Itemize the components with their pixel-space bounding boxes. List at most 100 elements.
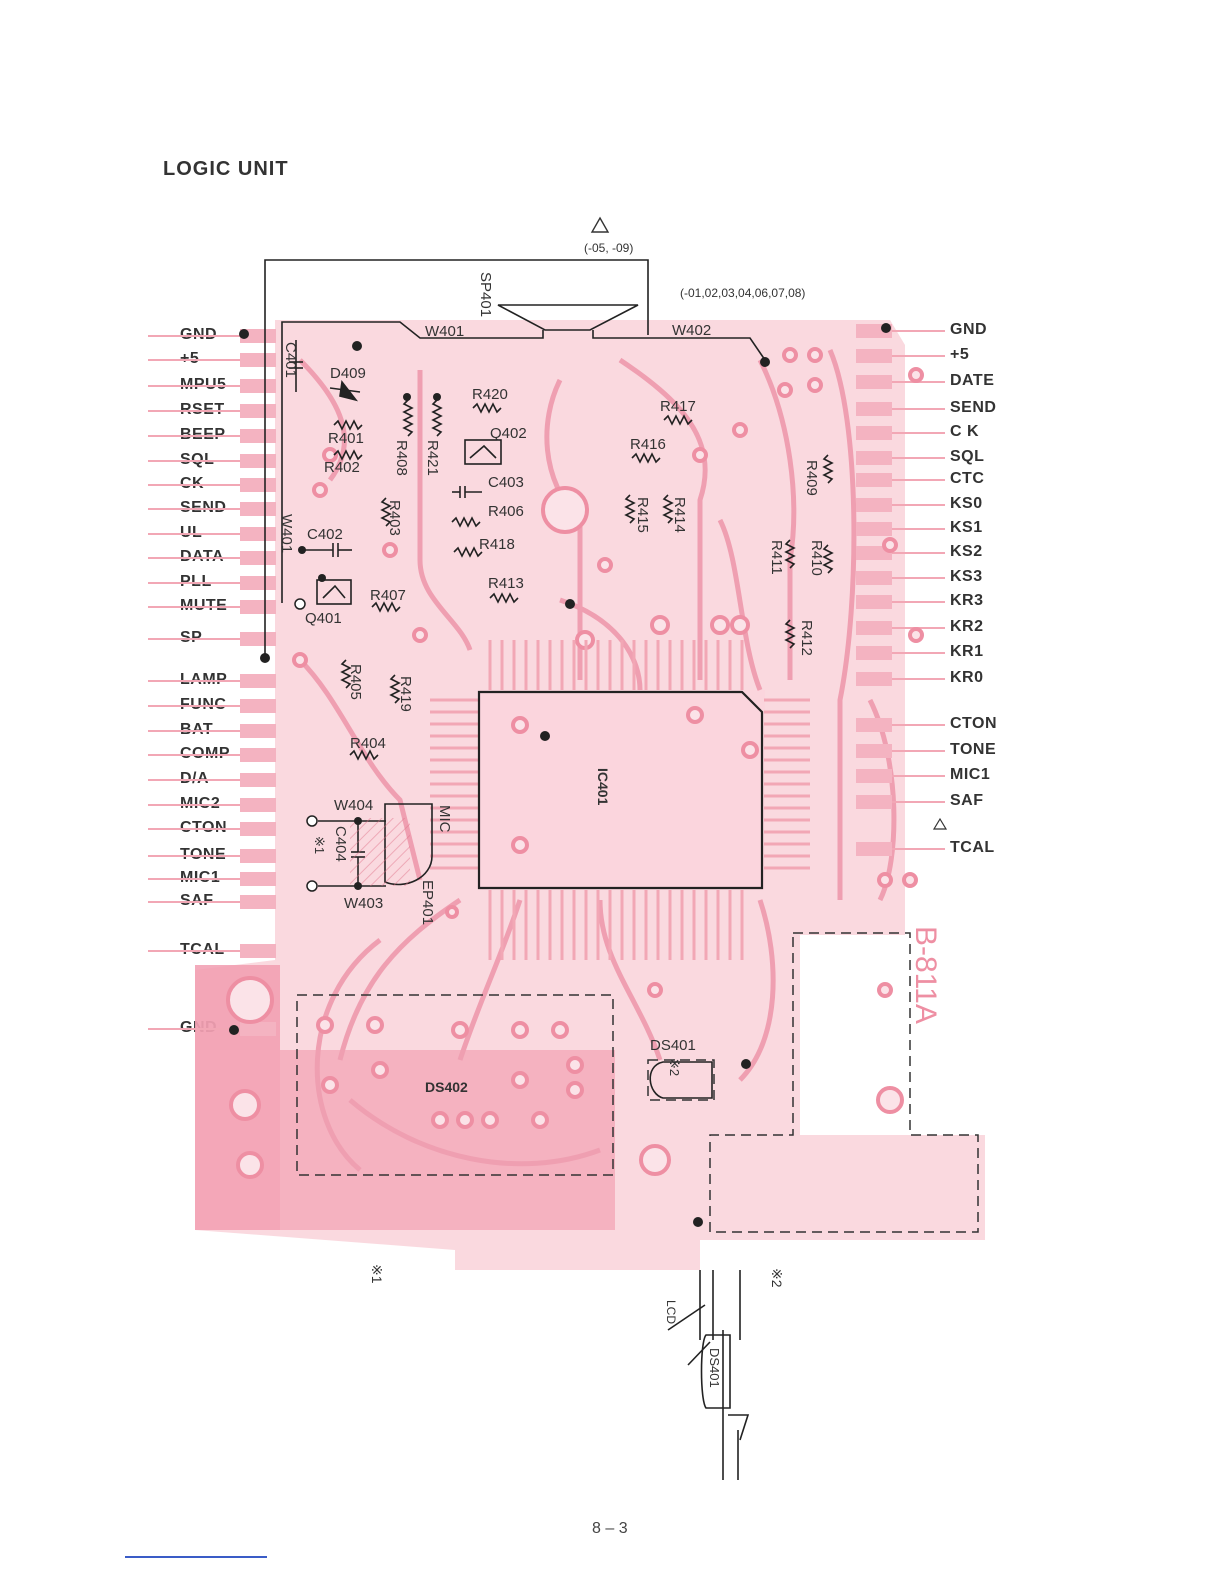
pcb-pads [226,347,924,1179]
left-finger-pad [240,822,276,836]
label-r405: R405 [347,664,364,700]
left-finger-pad [240,748,276,762]
label-note1: ※1 [312,836,327,854]
resistor [380,497,392,527]
pad [782,347,798,363]
pad [412,627,428,643]
label-r402: R402 [324,459,360,476]
label-r406: R406 [488,503,524,520]
label-r404: R404 [350,735,386,752]
left-finger-pad [240,1022,276,1036]
pad [451,1021,469,1039]
resistor [389,674,401,704]
right-pin-label: MIC1 [950,766,991,783]
label-r416: R416 [630,436,666,453]
pad [647,982,663,998]
left-pin-label: PLL [180,573,212,590]
label-r414: R414 [671,497,688,533]
resistor [431,399,443,437]
trace [717,518,763,691]
left-pin-label: TONE [180,846,227,863]
footer-rule [125,1556,267,1558]
right-finger-pad [856,744,892,758]
trace [738,899,776,1082]
right-pin-label: CTON [950,715,998,732]
note-right: (-01,02,03,04,06,07,08) [680,286,805,300]
label-ds402: DS402 [425,1079,468,1095]
right-pin-label: TONE [950,741,997,758]
pad [511,716,529,734]
left-finger-pad [240,674,276,688]
warning-triangle-icon [932,817,948,830]
left-pin-label: SP [180,629,203,646]
right-pin-label: SAF [950,792,984,809]
resistor [333,419,363,431]
pad [511,836,529,854]
label-w404: W404 [334,797,373,814]
left-finger-pad [240,773,276,787]
label-q402: Q402 [490,425,527,442]
trace [298,658,423,881]
label-r409: R409 [803,460,820,496]
pad [481,1111,499,1129]
label-r411: R411 [768,540,785,575]
left-finger-pad [240,454,276,468]
resistor [784,539,796,569]
left-pin-label: D/A [180,770,210,787]
pad [366,1016,384,1034]
trace [348,1098,601,1167]
warning-triangle-icon [590,216,610,233]
left-finger-pad [240,600,276,614]
ds401-outline [647,1059,715,1101]
resistor [822,454,834,484]
resistor [662,494,674,524]
junction-dots [229,323,891,1227]
label-sp401: SP401 [477,272,494,317]
label-c402: C402 [307,526,343,543]
pad [531,1111,549,1129]
right-pin-label: KR2 [950,618,984,635]
pad [882,537,898,553]
label-r418: R418 [479,536,515,553]
right-finger-pad [856,349,892,363]
label-r410: R410 [808,540,825,576]
label-r417: R417 [660,398,696,415]
pad [650,615,670,635]
pad [877,872,893,888]
right-pin-label: +5 [950,346,970,363]
right-finger-pad [856,842,892,856]
label-r401: R401 [328,430,364,447]
label-r421: R421 [424,440,441,476]
label-r420: R420 [472,386,508,403]
left-pin-label: MIC1 [180,869,221,886]
left-finger-pad [240,699,276,713]
resistor [472,402,502,414]
left-finger-pad [240,576,276,590]
left-pin-label: MPU5 [180,376,227,393]
left-finger-pad [240,895,276,909]
right-finger-pad [856,571,892,585]
pad [431,1111,449,1129]
pad [566,1081,584,1099]
ic401-pins [430,640,810,960]
left-finger-pad [240,329,276,343]
pad [732,422,748,438]
label-lcd: LCD [664,1300,678,1324]
right-finger-pad [856,595,892,609]
left-finger-pad [240,798,276,812]
note-upper: (-05, -09) [584,241,633,255]
speaker-icon [497,304,639,331]
pad [692,447,708,463]
left-pin-label: FUNC [180,696,227,713]
left-finger-pad [240,404,276,418]
right-edge-connector [856,324,945,856]
resistor [333,449,363,461]
right-finger-pad [856,621,892,635]
label-note2: ※2 [667,1058,682,1076]
right-pin-label: KS0 [950,495,983,512]
resistor [349,749,379,761]
label-c401: C401 [282,342,299,378]
resistor [663,414,693,426]
pad [511,1021,529,1039]
